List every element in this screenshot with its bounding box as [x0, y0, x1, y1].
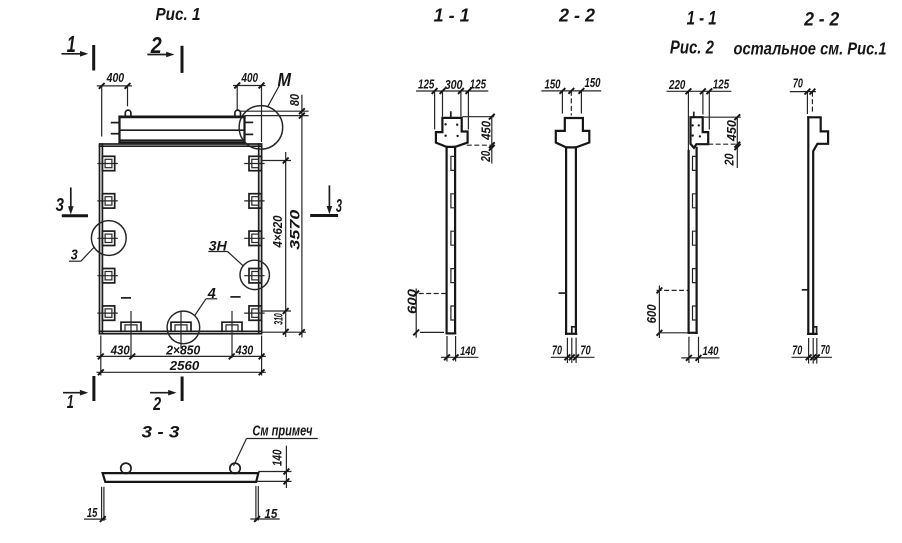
svg-text:2 - 2: 2 - 2 [803, 10, 839, 31]
svg-text:20: 20 [723, 153, 737, 166]
svg-text:15: 15 [87, 506, 98, 520]
svg-text:Рис. 1: Рис. 1 [156, 4, 201, 24]
svg-text:400: 400 [241, 71, 258, 85]
svg-text:1 - 1: 1 - 1 [434, 6, 470, 26]
svg-text:2×850: 2×850 [165, 344, 200, 358]
svg-text:2: 2 [152, 394, 161, 414]
svg-text:1: 1 [67, 392, 74, 412]
svg-text:150: 150 [585, 76, 601, 90]
svg-text:140: 140 [270, 450, 284, 467]
svg-text:См примеч: См примеч [252, 424, 312, 440]
svg-text:140: 140 [460, 344, 476, 358]
svg-text:70: 70 [793, 77, 803, 91]
svg-text:М: М [277, 69, 291, 90]
svg-text:3: 3 [336, 196, 342, 216]
svg-text:2: 2 [150, 32, 162, 58]
svg-text:70: 70 [552, 344, 562, 358]
svg-text:70: 70 [821, 343, 830, 357]
svg-text:3570: 3570 [287, 209, 303, 249]
svg-text:430: 430 [235, 343, 253, 357]
svg-text:125: 125 [713, 78, 730, 92]
svg-text:4×620: 4×620 [271, 215, 285, 248]
svg-text:310: 310 [271, 313, 285, 325]
svg-text:430: 430 [110, 343, 130, 357]
svg-text:70: 70 [580, 344, 590, 358]
svg-text:400: 400 [106, 71, 124, 85]
svg-text:125: 125 [470, 78, 487, 92]
svg-text:80: 80 [288, 94, 302, 106]
svg-text:3Н: 3Н [209, 238, 227, 253]
svg-text:450: 450 [725, 120, 739, 142]
svg-text:3: 3 [56, 195, 64, 215]
svg-text:300: 300 [445, 78, 463, 92]
svg-text:600: 600 [645, 304, 659, 323]
svg-text:600: 600 [406, 289, 420, 314]
svg-text:2 - 2: 2 - 2 [558, 6, 595, 26]
svg-text:4: 4 [207, 285, 217, 302]
svg-text:3 - 3: 3 - 3 [142, 423, 181, 442]
svg-text:450: 450 [479, 121, 493, 141]
svg-text:70: 70 [792, 344, 802, 358]
svg-text:20: 20 [479, 151, 493, 163]
svg-text:15: 15 [264, 507, 278, 521]
svg-text:1 - 1: 1 - 1 [687, 9, 717, 30]
svg-text:2560: 2560 [169, 359, 200, 373]
svg-text:125: 125 [418, 78, 435, 92]
svg-text:остальное см. Рис.1: остальное см. Рис.1 [734, 39, 887, 59]
svg-text:1: 1 [67, 31, 76, 57]
svg-text:Рис. 2: Рис. 2 [670, 38, 714, 58]
svg-text:150: 150 [545, 77, 561, 91]
svg-text:140: 140 [703, 344, 719, 358]
svg-text:220: 220 [668, 78, 685, 92]
svg-text:3: 3 [71, 246, 79, 263]
